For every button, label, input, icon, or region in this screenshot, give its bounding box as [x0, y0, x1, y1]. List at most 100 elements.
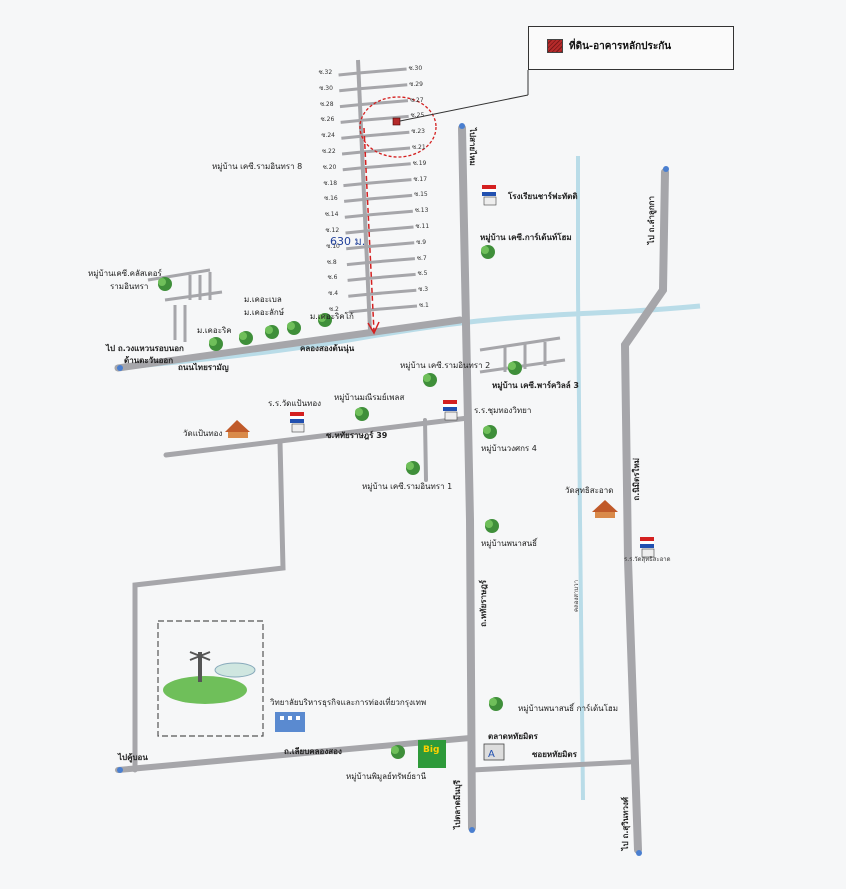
- soi-right-line: [364, 193, 413, 201]
- soi-right-line: [368, 304, 418, 312]
- label-canal-sam-wa: คลองสามวา: [573, 580, 580, 612]
- label-wat-suthi: วัดสุทธิสะอาด: [565, 486, 614, 495]
- road-hathai: [458, 124, 476, 832]
- tree-icon: [209, 337, 223, 351]
- soi-grid: [338, 67, 418, 314]
- tree-icon: [489, 697, 503, 711]
- soi-label-left: ซ.4: [328, 290, 339, 298]
- label-village-phanasonic: หมู่บ้านพนาสนธิ์: [481, 539, 538, 548]
- soi-left-line: [346, 245, 367, 251]
- soi-left-line: [343, 182, 364, 188]
- soi-left-line: [341, 134, 362, 140]
- svg-text:A: A: [488, 749, 495, 760]
- soi-label-left: ซ.22: [322, 148, 336, 155]
- label-school-wat-suthi: ร.ร.วัดสุทธิสะอาด: [624, 556, 671, 563]
- flag-icon: [443, 400, 458, 421]
- soi-right-line: [363, 178, 412, 186]
- soi-right-line: [364, 209, 413, 217]
- tree-icon: [481, 245, 495, 259]
- soi-right-line: [359, 99, 409, 107]
- label-canal-song-ton: คลองสองต้นนุ่น: [300, 344, 355, 353]
- road-thai-raman: [114, 316, 464, 372]
- label-village-ks-cluster: หมู่บ้านเคซี.คลัสเตอร์: [88, 269, 162, 278]
- road-network: [114, 124, 669, 854]
- big-c-label: Big: [423, 745, 439, 755]
- road-soi-39: [163, 415, 471, 458]
- label-school-wat-paen: ร.ร.วัดแป้นทอง: [268, 399, 322, 408]
- label-soi-hathai-39: ซ.หทัยราษฎร์ 39: [326, 431, 388, 440]
- soi-left-line: [339, 87, 360, 93]
- soi-label-left: ซ.10: [326, 242, 340, 250]
- soi-label-right: ซ.3: [418, 286, 429, 294]
- soi-left-line: [342, 166, 363, 172]
- soi-main-road: [356, 59, 372, 331]
- soi-label-right: ซ.15: [414, 191, 428, 199]
- label-raminthra: รามอินทรา: [110, 282, 149, 291]
- temple-icon: [225, 420, 618, 518]
- market-icon: [483, 743, 505, 761]
- soi-label-left: ซ.12: [325, 227, 340, 234]
- label-wat-paen-thong: วัดแป้นทอง: [183, 429, 223, 438]
- soi-label-right: ซ.21: [412, 144, 426, 151]
- label-soi-hathai-mit: ซอยหทัยมิตร: [532, 750, 577, 759]
- road-west-loop: [132, 439, 286, 773]
- legend-label: ที่ดิน-อาคารหลักประกัน: [569, 41, 672, 52]
- soi-label-right: ซ.13: [414, 207, 429, 215]
- tree-icon: [265, 325, 279, 339]
- cluster-grid: [147, 268, 223, 342]
- soi-left-line: [340, 118, 361, 124]
- soi-label-left: ซ.2: [329, 306, 339, 313]
- soi-label-left: ซ.6: [327, 274, 338, 282]
- soi-left-line: [348, 292, 369, 298]
- soi-label-left: ซ.8: [326, 258, 337, 266]
- label-road-hathai: ถ.หทัยราษฎร์: [479, 580, 488, 627]
- label-village-phanasonic-garden: หมู่บ้านพนาสนธิ์ การ์เด้นโฮม: [518, 704, 619, 713]
- collateral-zone: [359, 96, 437, 158]
- label-road-thai-raman: ถนนไทยรามัญ: [178, 363, 229, 372]
- label-to-suwinthawong: ไป ถ.สุวินทวงศ์: [621, 797, 630, 851]
- label-east-side: ด้านตะวันออก: [124, 356, 174, 365]
- soi-right-line: [368, 288, 417, 296]
- tree-icon: [318, 313, 332, 327]
- soi-left-line: [343, 197, 365, 203]
- soi-label-right: ซ.29: [409, 80, 423, 88]
- tree-icon: [406, 461, 420, 475]
- label-village-manee: หมู่บ้านมณีรมย์เพลส: [334, 393, 405, 402]
- tree-icon: [508, 361, 522, 375]
- tree-icon: [391, 745, 405, 759]
- soi-label-right: ซ.7: [416, 254, 427, 262]
- label-village-ks-raminthra-2: หมู่บ้าน เคซี.รามอินทรา 2: [400, 361, 491, 370]
- soi-left-line: [347, 276, 368, 282]
- soi-right-line: [361, 130, 410, 138]
- soi-left-line: [345, 229, 366, 235]
- tree-icon: [158, 277, 172, 291]
- soi-left-line: [338, 71, 359, 77]
- tree-icon: [485, 519, 499, 533]
- soi-right-line: [361, 146, 411, 154]
- tree-icon: [355, 407, 369, 421]
- soi-label-right: ซ.27: [409, 96, 424, 104]
- soi-label-left: ซ.18: [323, 179, 338, 187]
- label-college: วิทยาลัยบริหารธุรกิจและการท่องเที่ยวกรุง…: [270, 698, 427, 707]
- college-pond: [163, 676, 247, 704]
- college-building-icon: [275, 712, 305, 732]
- soi-label-right: ซ.17: [413, 175, 428, 183]
- road-soi-hathai-mit: [469, 759, 633, 773]
- flag-icon: [640, 537, 655, 558]
- soi-label-left: ซ.16: [324, 195, 338, 203]
- callout-line: [399, 94, 529, 122]
- label-village-ks-raminthra-8: หมู่บ้าน เคซี.รามอินทรา 8: [212, 162, 303, 171]
- label-village-ks-park-ville-3: หมู่บ้าน เคซี.พาร์ควิลล์ 3: [492, 381, 579, 390]
- label-m-ket-isaric: ม.เคอะริค: [197, 326, 232, 335]
- soi-label-left: ซ.26: [320, 116, 335, 124]
- soi-label-left: ซ.20: [322, 163, 337, 171]
- label-village-phimon: หมู่บ้านพิมูลย์ทรัพย์ธานี: [346, 772, 427, 781]
- distance-path: [363, 127, 375, 333]
- soi-label-left: ซ.14: [324, 211, 339, 219]
- soi-label-left: ซ.24: [321, 132, 335, 140]
- school-flag-icon: [290, 185, 655, 558]
- soi-label-right: ซ.5: [417, 270, 428, 278]
- soi-right-line: [362, 162, 411, 170]
- soi-right-line: [359, 83, 408, 91]
- soi-label-right: ซ.30: [408, 65, 423, 72]
